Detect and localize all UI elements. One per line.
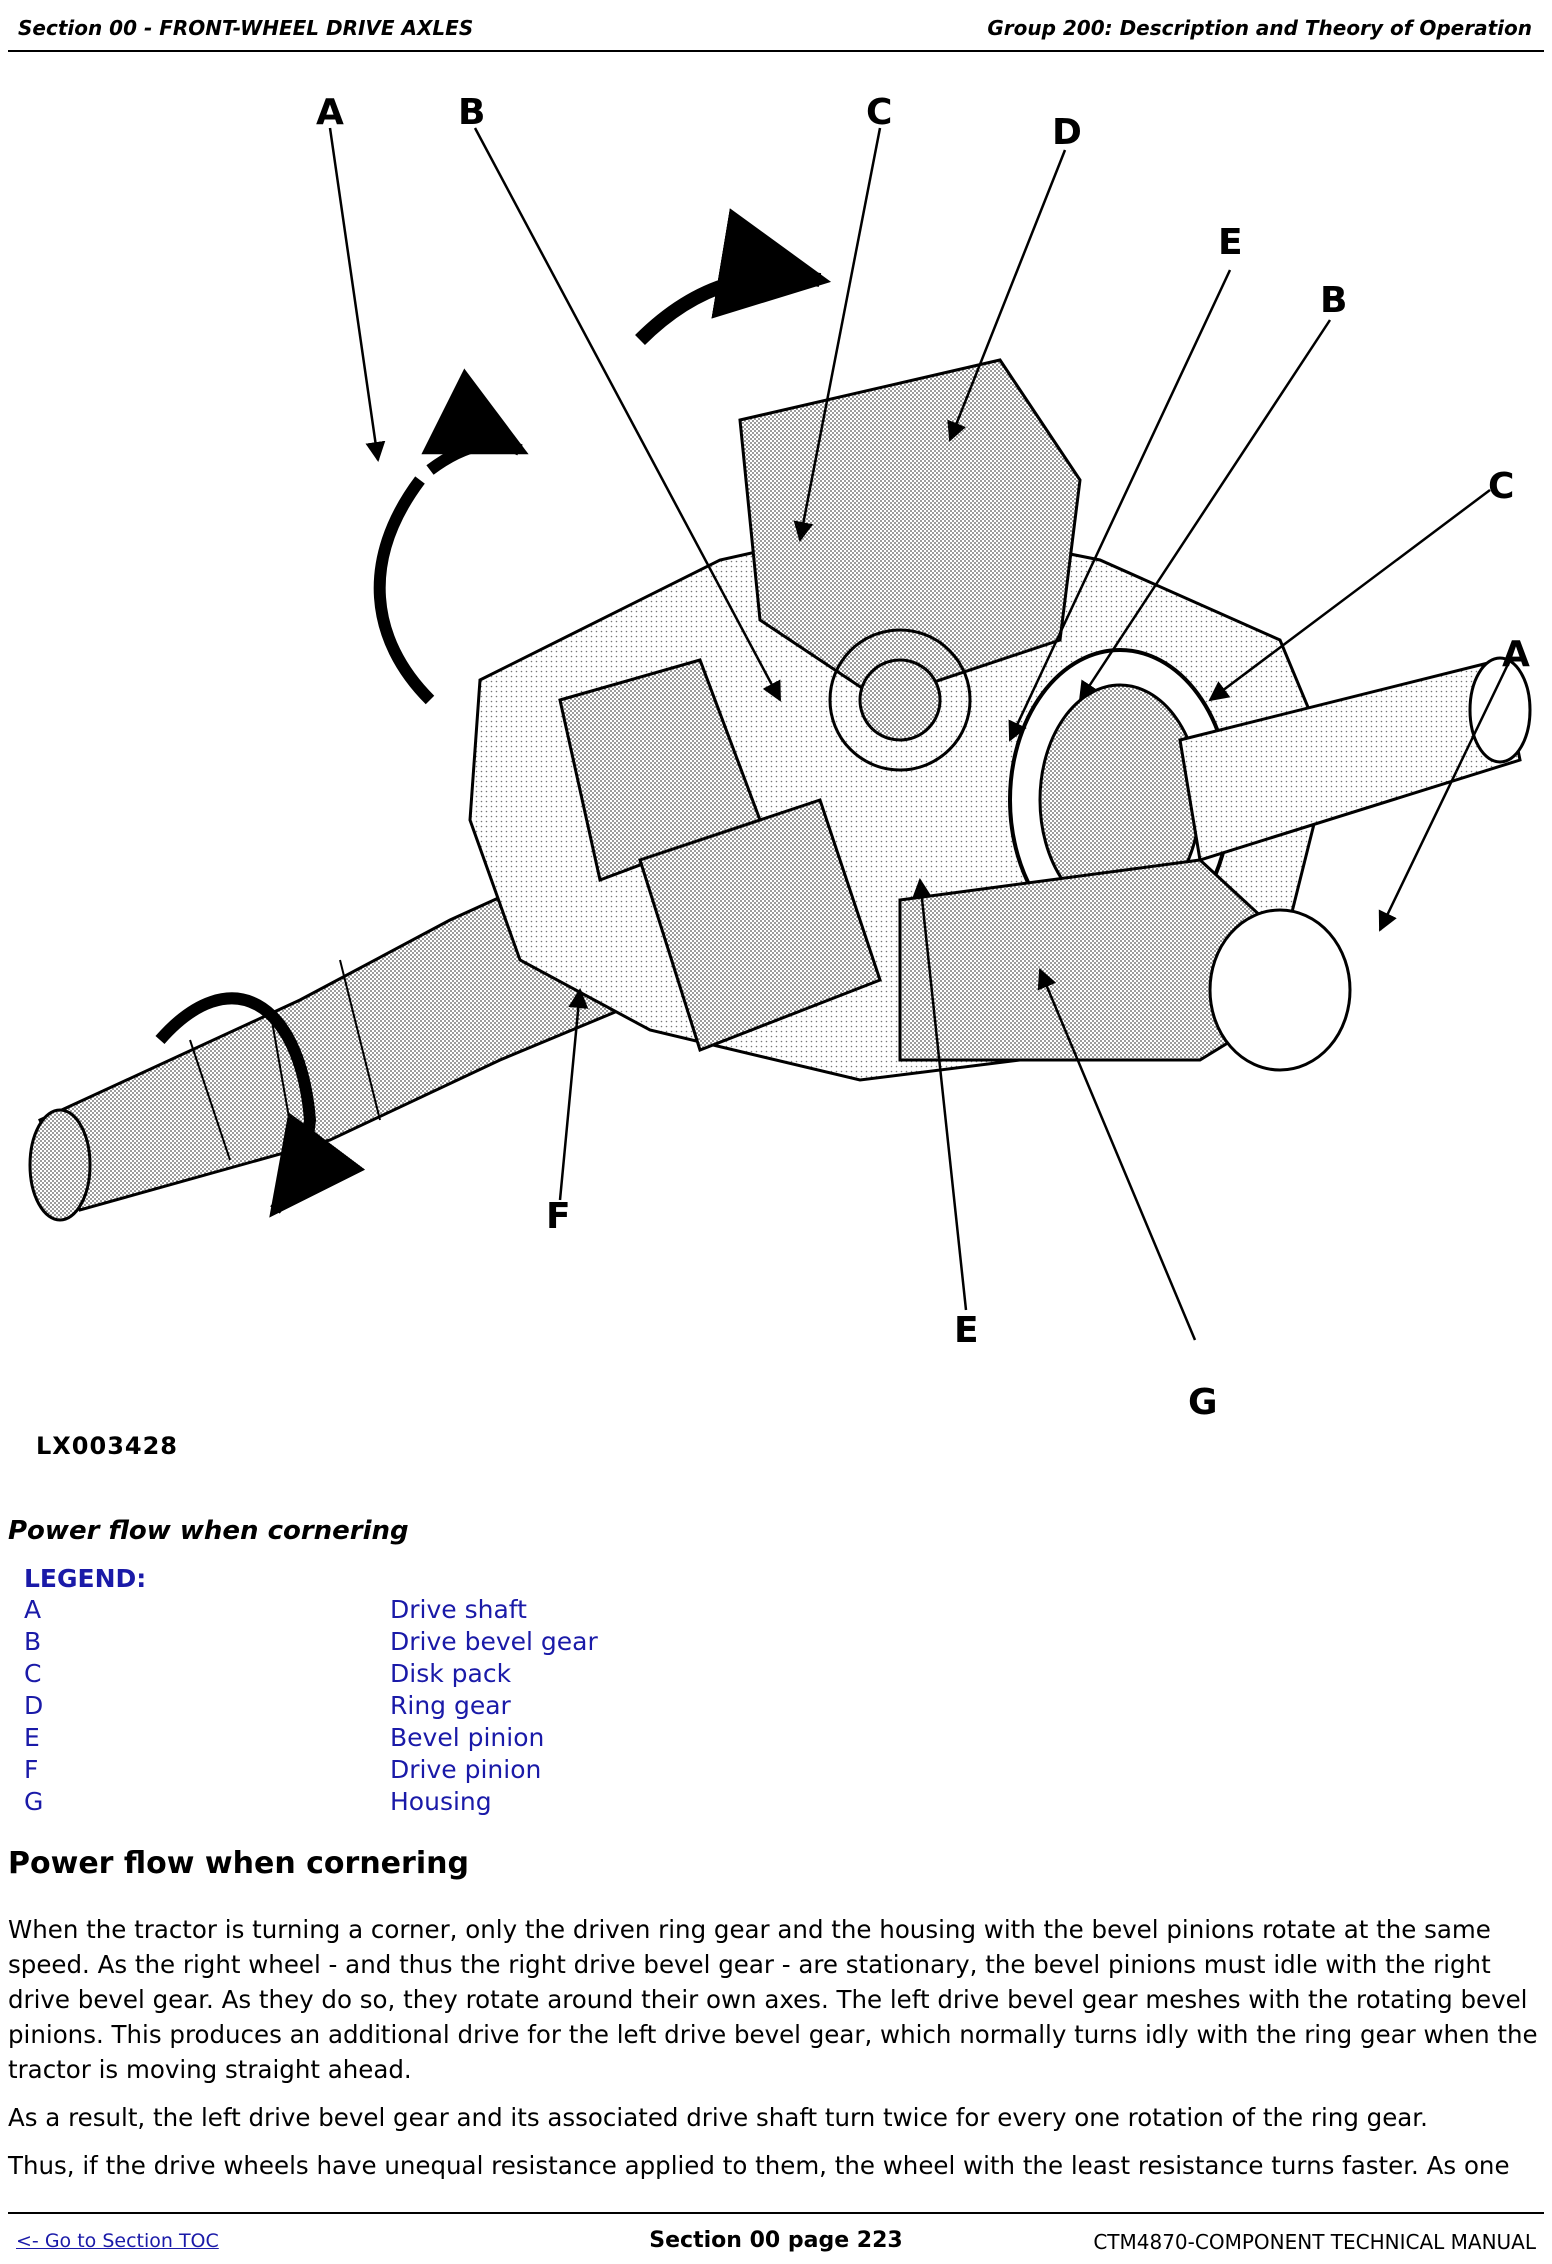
callout-c-right: C	[1488, 466, 1514, 507]
legend-key: A	[24, 1595, 42, 1624]
legend-row: E Bevel pinion	[24, 1723, 724, 1755]
callout-e-top: E	[1218, 222, 1243, 263]
legend-row: D Ring gear	[24, 1691, 724, 1723]
page-header: Section 00 - FRONT-WHEEL DRIVE AXLES Gro…	[8, 6, 1544, 52]
section-heading: Power flow when cornering	[8, 1846, 469, 1881]
legend-key: E	[24, 1723, 40, 1752]
legend-label: Disk pack	[390, 1659, 512, 1688]
paragraph: As a result, the left drive bevel gear a…	[8, 2103, 1428, 2132]
legend-key: C	[24, 1659, 42, 1688]
header-group-title: Group 200: Description and Theory of Ope…	[987, 16, 1532, 40]
paragraph: Thus, if the drive wheels have unequal r…	[8, 2151, 1510, 2180]
legend-label: Drive shaft	[390, 1595, 527, 1624]
left-shaft	[28, 868, 622, 1222]
callout-a-top: A	[316, 92, 344, 133]
callout-c-top: C	[866, 92, 892, 133]
legend-label: Drive pinion	[390, 1755, 542, 1784]
callout-a-right: A	[1502, 634, 1530, 675]
header-section-title: Section 00 - FRONT-WHEEL DRIVE AXLES	[18, 16, 474, 40]
differential-illustration: A B C D E B C A F E G LX003428	[0, 60, 1552, 1460]
legend-key: F	[24, 1755, 39, 1784]
legend-row: C Disk pack	[24, 1659, 724, 1691]
legend-row: B Drive bevel gear	[24, 1627, 724, 1659]
paragraph: When the tractor is turning a corner, on…	[8, 1915, 1538, 2084]
figure-caption: Power flow when cornering	[8, 1516, 409, 1546]
callout-g: G	[1188, 1382, 1218, 1423]
differential-drawing: A B C D E B C A F E G	[28, 92, 1532, 1423]
legend: LEGEND: A Drive shaft B Drive bevel gear C…	[24, 1564, 724, 1819]
legend-key: G	[24, 1787, 44, 1816]
legend-title: LEGEND:	[24, 1564, 147, 1593]
callout-e-bottom: E	[954, 1310, 979, 1351]
legend-label: Housing	[390, 1787, 492, 1816]
section-toc-link[interactable]: <- Go to Section TOC	[16, 2230, 219, 2252]
callout-b-right: B	[1320, 280, 1347, 321]
figure-id: LX003428	[36, 1432, 178, 1460]
legend-row: F Drive pinion	[24, 1755, 724, 1787]
callout-labels: A B C D E B C A F E G	[316, 92, 1530, 1423]
legend-key: D	[24, 1691, 44, 1720]
legend-key: B	[24, 1627, 42, 1656]
differential-housing	[155, 208, 1532, 1218]
callout-f: F	[546, 1196, 571, 1237]
callout-d: D	[1052, 112, 1082, 153]
legend-label: Ring gear	[390, 1691, 511, 1720]
legend-row: A Drive shaft	[24, 1595, 724, 1627]
legend-label: Drive bevel gear	[390, 1627, 598, 1656]
legend-row: G Housing	[24, 1787, 724, 1819]
page-number: Section 00 page 223	[649, 2228, 903, 2253]
manual-title: CTM4870-COMPONENT TECHNICAL MANUAL	[1093, 2230, 1536, 2254]
body-text: When the tractor is turning a corner, on…	[8, 1912, 1548, 2196]
callout-b-top: B	[458, 92, 485, 133]
callout-leaders	[328, 127, 1512, 1341]
page-footer: <- Go to Section TOC Section 00 page 223…	[8, 2212, 1544, 2260]
legend-label: Bevel pinion	[390, 1723, 545, 1752]
